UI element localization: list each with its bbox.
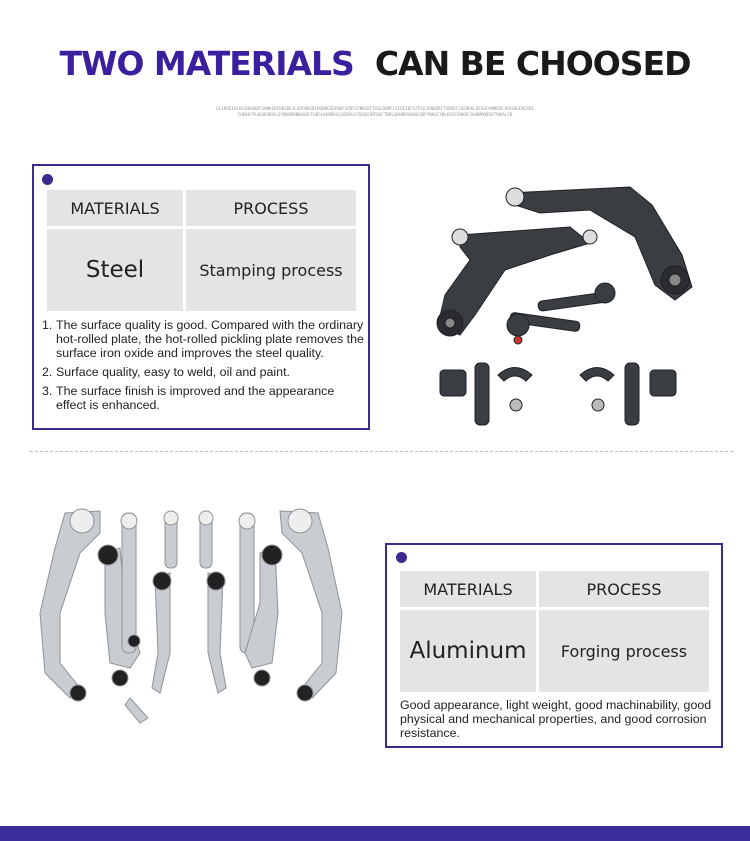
title-highlight: TWO MATERIALS: [59, 44, 354, 83]
list-item: 2.Surface quality, easy to weld, oil and…: [42, 365, 290, 379]
process-header: PROCESS: [539, 571, 709, 607]
material-value: Steel: [47, 229, 183, 311]
list-item: 3.The surface finish is improved and the…: [42, 384, 335, 412]
process-header: PROCESS: [186, 190, 356, 226]
materials-header: MATERIALS: [47, 190, 183, 226]
materials-header: MATERIALS: [400, 571, 536, 607]
bullet-dot-icon: [396, 552, 407, 563]
aluminum-description: Good appearance, light weight, good mach…: [400, 698, 712, 740]
page-title: TWO MATERIALS CAN BE CHOOSED: [0, 44, 750, 83]
process-value: Forging process: [539, 610, 709, 692]
aluminum-control-arm-kit-image: [39, 508, 343, 724]
subtitle-filler-text: OLIKDEIGLOSJHGOKDFGHNKSDFKKSDEJLSDFNKSDF…: [216, 106, 534, 117]
bullet-dot-icon: [42, 174, 53, 185]
aluminum-material-card: MATERIALS PROCESS Aluminum Forging proce…: [385, 543, 723, 748]
steel-control-arm-kit-image: [436, 186, 693, 426]
steel-material-table: MATERIALS PROCESS Steel Stamping process: [47, 190, 356, 311]
title-rest: CAN BE CHOOSED: [374, 44, 692, 83]
footer-bar: [0, 826, 750, 841]
steel-feature-list: 1.The surface quality is good. Compared …: [42, 318, 367, 417]
list-item: 1.The surface quality is good. Compared …: [42, 318, 364, 360]
steel-material-card: MATERIALS PROCESS Steel Stamping process…: [32, 164, 370, 430]
aluminum-material-table: MATERIALS PROCESS Aluminum Forging proce…: [400, 571, 709, 692]
process-value: Stamping process: [186, 229, 356, 311]
section-divider: [30, 451, 733, 452]
material-value: Aluminum: [400, 610, 536, 692]
